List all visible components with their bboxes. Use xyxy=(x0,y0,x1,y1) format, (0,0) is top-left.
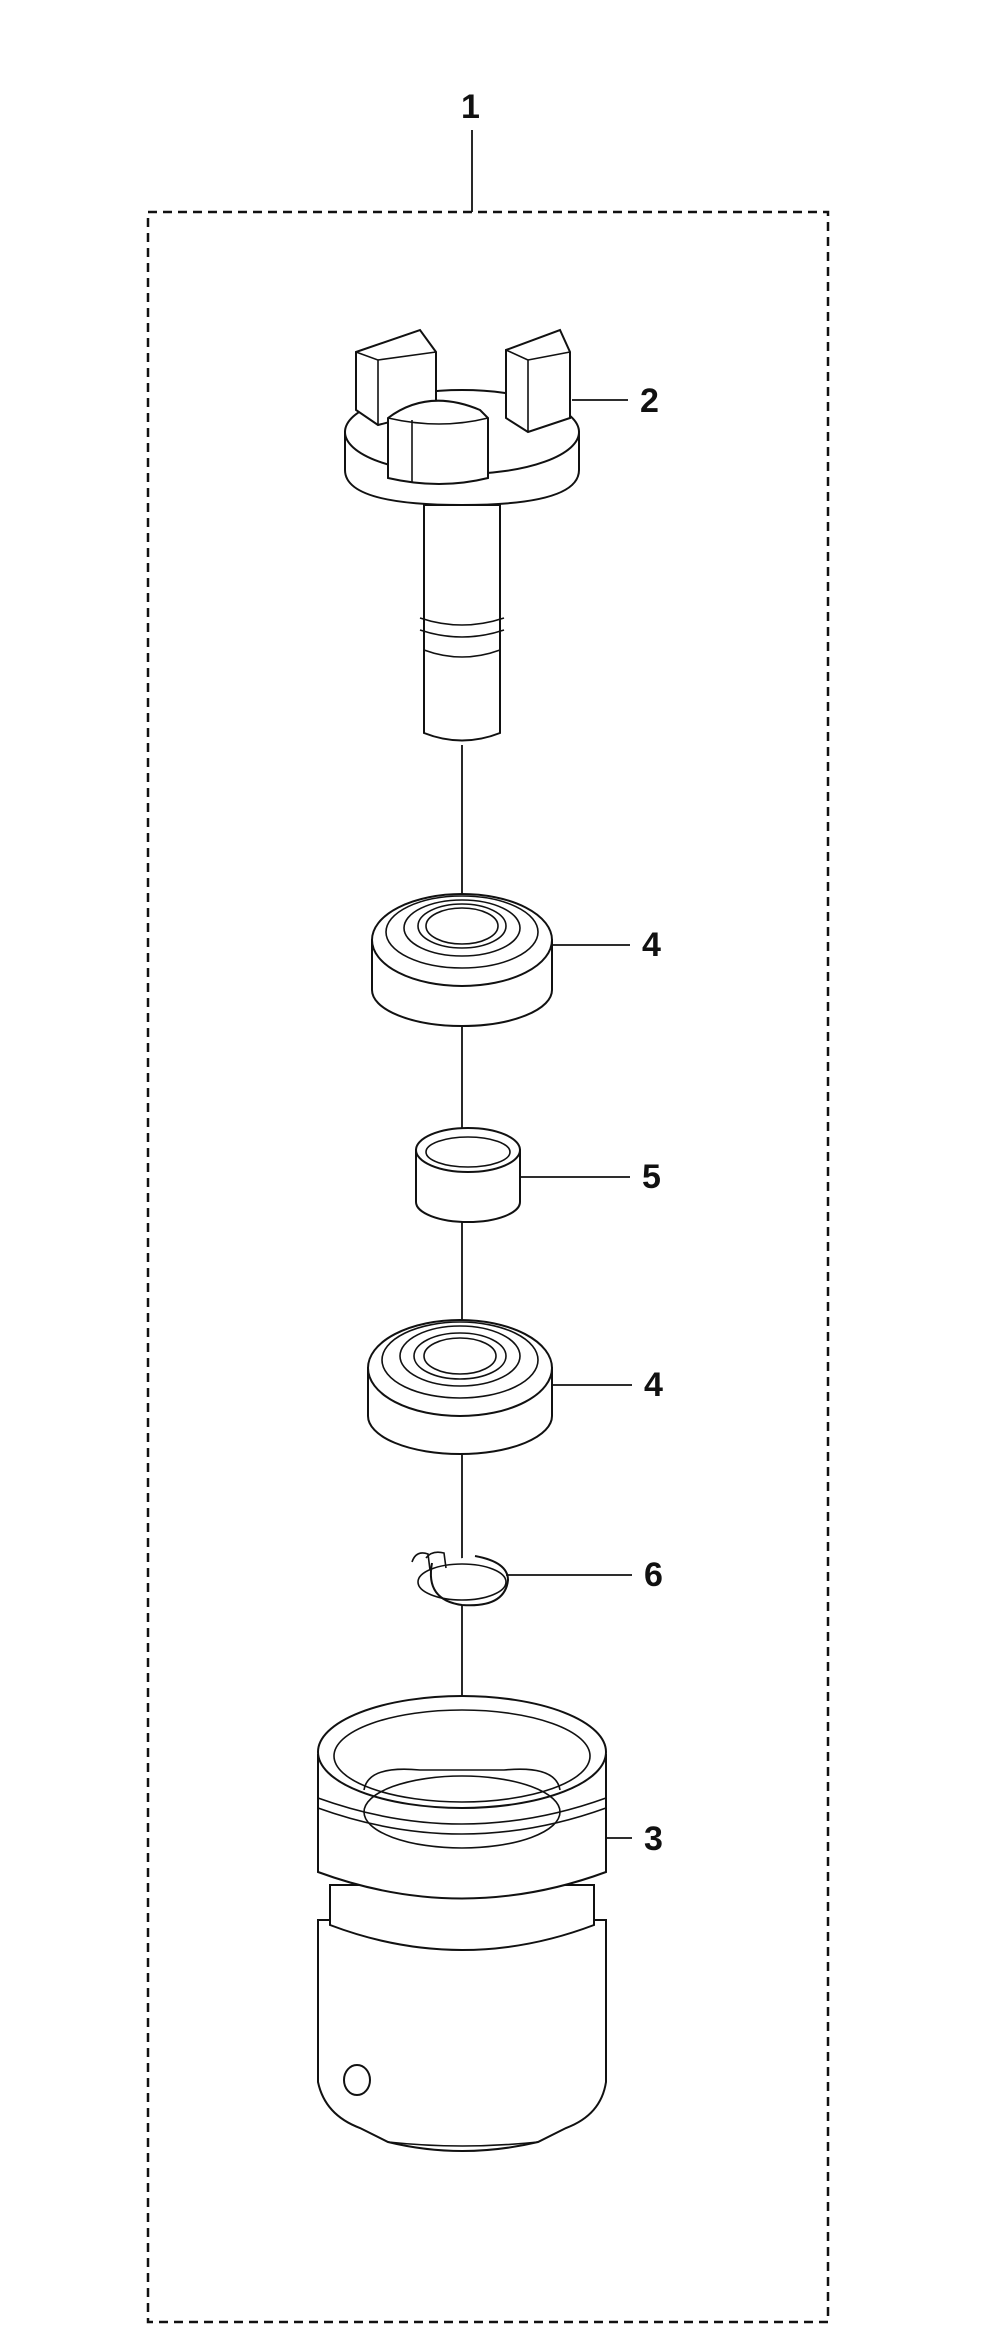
callout-drive-shaft: 2 xyxy=(640,382,659,420)
circlip-part xyxy=(411,1551,510,1607)
bearing-upper-part xyxy=(371,893,553,1027)
callout-bearing-upper: 4 xyxy=(642,926,661,964)
callout-bearing-lower: 4 xyxy=(644,1366,663,1404)
callout-circlip: 6 xyxy=(644,1556,663,1594)
callout-spacer: 5 xyxy=(642,1158,661,1196)
bearing-lower-part xyxy=(367,1319,553,1455)
spacer-part xyxy=(415,1127,521,1223)
drive-shaft-part xyxy=(344,328,580,742)
callout-housing: 3 xyxy=(644,1820,663,1858)
callout-assembly: 1 xyxy=(461,88,480,126)
housing-part xyxy=(317,1695,607,2152)
